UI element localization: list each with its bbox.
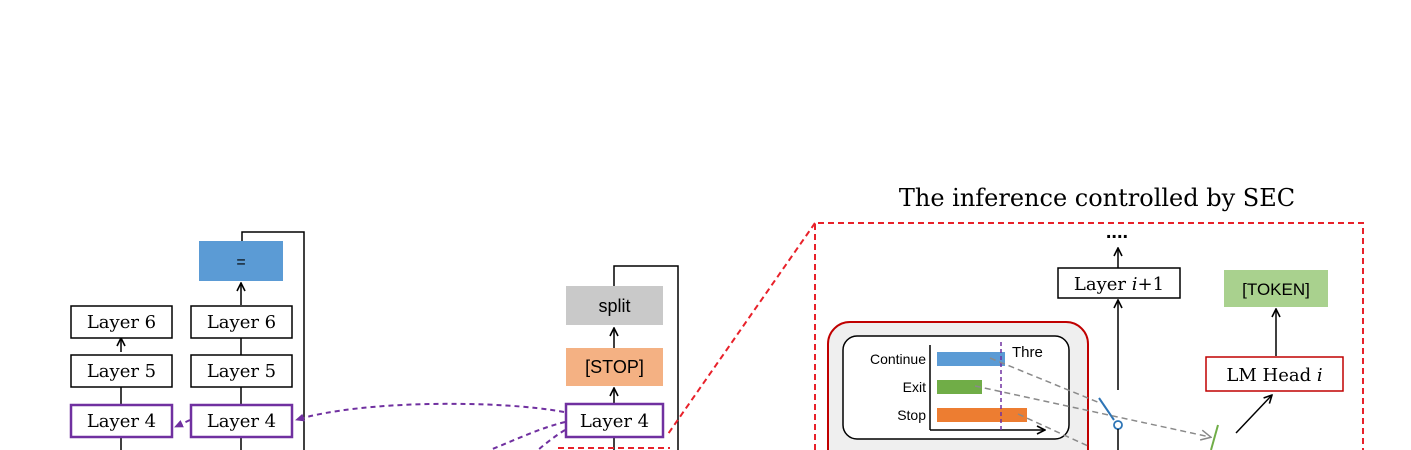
layer-5-block [70,354,173,388]
layer-5-label: Layer 5 [87,361,156,382]
signal-label-continue: Continue [870,351,926,367]
equals-label: = [236,254,245,271]
layer-5-block [190,354,293,388]
layer-4-block [189,403,294,439]
layer-6-label: Layer 6 [87,312,156,333]
lm-head-label: LM Head i [1226,365,1322,386]
diagram-title: The inference controlled by SEC [899,184,1295,212]
stop-block [566,348,663,386]
signal-label-exit: Exit [903,379,926,395]
layer-6-label: Layer 6 [207,312,276,333]
token-label: [TOKEN] [1242,280,1310,299]
threshold-label: Thre [1012,344,1043,361]
layer-4-label: Layer 4 [87,411,156,432]
next-layer-label: Layer i+1 [1074,274,1164,295]
zoom-detail: .... Layer i+1 [TOKEN] LM Head i Continu… [827,221,1344,450]
equals-block [199,241,283,281]
layer-4-block [564,402,665,439]
split-block [566,286,663,325]
signal-bar-stop [937,408,1027,422]
middle-stack: split [STOP] Layer 4 [564,265,679,450]
ellipsis: .... [1106,221,1128,243]
stop-label: [STOP] [585,357,644,377]
link-down-2 [537,429,566,450]
layer-5-label: Layer 5 [207,361,276,382]
exit-switch [1210,424,1219,450]
zoom-region [558,222,1364,450]
layer-4-label: Layer 4 [207,411,276,432]
next-layer-block [1057,267,1181,299]
exit-signal-line [974,385,1210,437]
left-stack-1: Layer 6 Layer 5 Layer 4 [69,305,174,450]
split-label: split [598,296,630,316]
lm-head-block [1205,356,1344,392]
switch-node [1113,420,1123,430]
layer-6-block [70,305,173,339]
link-down-1 [489,421,566,450]
layer-4-label: Layer 4 [580,411,649,432]
layer-6-block [190,305,293,339]
link-layer4-to-stack2 [295,402,565,422]
signal-lines [974,357,1210,447]
link-stack2-to-stack1 [174,419,191,428]
stop-signal-line [1017,413,1089,447]
token-block [1224,270,1328,307]
signal-label-stop: Stop [897,407,926,423]
signal-bar-continue [937,352,1005,366]
layer-4-block [69,403,174,439]
continue-switch [1098,397,1115,421]
signal-bar-exit [937,380,982,394]
purple-connections [174,402,566,450]
left-stack-2: = Layer 6 Layer 5 Layer 4 [189,231,305,450]
